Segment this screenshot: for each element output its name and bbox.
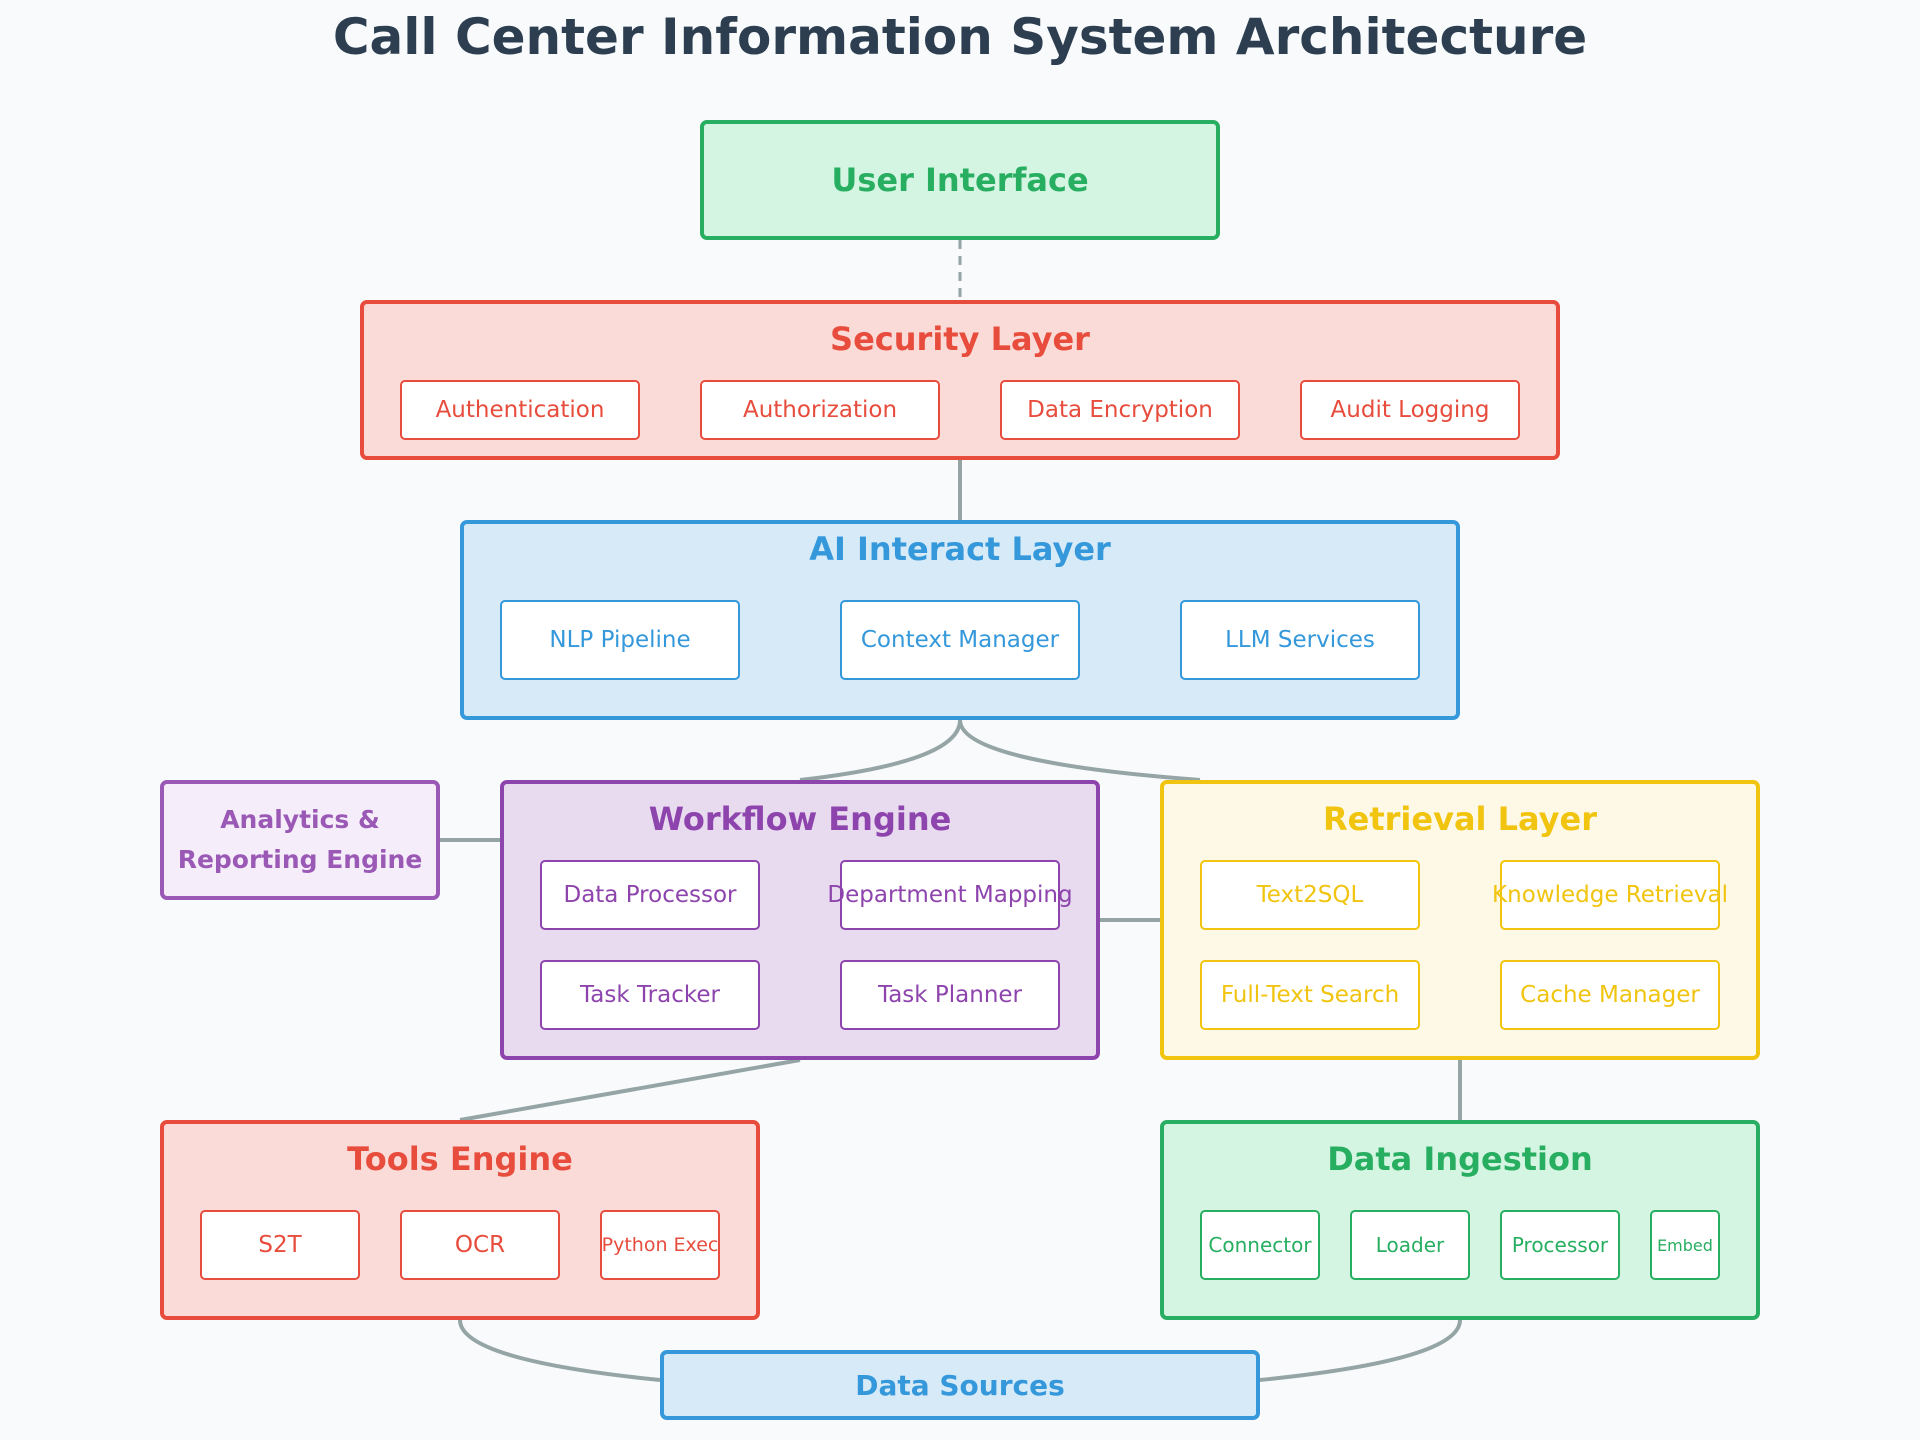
retrieval-item-cache-manager[interactable]: Cache Manager — [1500, 960, 1720, 1030]
edge-tools-datasources — [458, 1319, 661, 1382]
security-layer-title: Security Layer — [830, 320, 1090, 358]
edge-ai-workflow — [799, 719, 962, 782]
node-analytics-reporting-engine[interactable]: Analytics & Reporting Engine — [160, 780, 440, 900]
node-ai-interact-layer[interactable]: AI Interact Layer NLP Pipeline Context M… — [460, 520, 1460, 720]
node-user-interface[interactable]: User Interface — [700, 120, 1220, 240]
edge-ingestion-datasources — [1259, 1319, 1462, 1382]
ingestion-item-connector[interactable]: Connector — [1200, 1210, 1320, 1280]
retrieval-item-text2sql[interactable]: Text2SQL — [1200, 860, 1420, 930]
ai-item-context-manager[interactable]: Context Manager — [840, 600, 1080, 680]
ai-item-llm-services[interactable]: LLM Services — [1180, 600, 1420, 680]
node-user-interface-title: User Interface — [831, 161, 1089, 199]
ingestion-item-embed[interactable]: Embed — [1650, 1210, 1720, 1280]
retrieval-item-knowledge-retrieval[interactable]: Knowledge Retrieval — [1492, 860, 1728, 930]
analytics-title-line1: Analytics & — [220, 805, 380, 834]
workflow-item-task-tracker[interactable]: Task Tracker — [540, 960, 760, 1030]
security-item-authentication[interactable]: Authentication — [400, 380, 640, 440]
ingestion-item-processor[interactable]: Processor — [1500, 1210, 1620, 1280]
data-sources-title: Data Sources — [855, 1368, 1065, 1402]
ai-item-nlp-pipeline[interactable]: NLP Pipeline — [500, 600, 740, 680]
node-data-sources[interactable]: Data Sources — [660, 1350, 1260, 1420]
ai-interact-layer-title: AI Interact Layer — [809, 530, 1111, 568]
security-item-authorization[interactable]: Authorization — [700, 380, 940, 440]
tools-item-ocr[interactable]: OCR — [400, 1210, 560, 1280]
security-item-audit-logging[interactable]: Audit Logging — [1300, 380, 1520, 440]
node-workflow-engine[interactable]: Workflow Engine Data Processor Departmen… — [500, 780, 1100, 1060]
security-item-data-encryption[interactable]: Data Encryption — [1000, 380, 1240, 440]
edge-workflow-tools — [459, 1058, 801, 1122]
tools-item-python-exec[interactable]: Python Exec — [600, 1210, 720, 1280]
node-tools-engine[interactable]: Tools Engine S2T OCR Python Exec — [160, 1120, 760, 1320]
tools-item-s2t[interactable]: S2T — [200, 1210, 360, 1280]
edge-ai-retrieval — [958, 719, 1201, 782]
node-retrieval-layer[interactable]: Retrieval Layer Text2SQL Knowledge Retri… — [1160, 780, 1760, 1060]
data-ingestion-title: Data Ingestion — [1327, 1140, 1593, 1178]
tools-engine-title: Tools Engine — [347, 1140, 573, 1178]
page-title: Call Center Information System Architect… — [332, 8, 1588, 66]
workflow-engine-title: Workflow Engine — [648, 800, 952, 838]
retrieval-layer-title: Retrieval Layer — [1323, 800, 1597, 838]
workflow-item-department-mapping[interactable]: Department Mapping — [827, 860, 1073, 930]
node-security-layer[interactable]: Security Layer Authentication Authorizat… — [360, 300, 1560, 460]
workflow-item-data-processor[interactable]: Data Processor — [540, 860, 760, 930]
retrieval-item-full-text-search[interactable]: Full-Text Search — [1200, 960, 1420, 1030]
ingestion-item-loader[interactable]: Loader — [1350, 1210, 1470, 1280]
analytics-title-line2: Reporting Engine — [177, 845, 423, 874]
node-data-ingestion[interactable]: Data Ingestion Connector Loader Processo… — [1160, 1120, 1760, 1320]
workflow-item-task-planner[interactable]: Task Planner — [840, 960, 1060, 1030]
